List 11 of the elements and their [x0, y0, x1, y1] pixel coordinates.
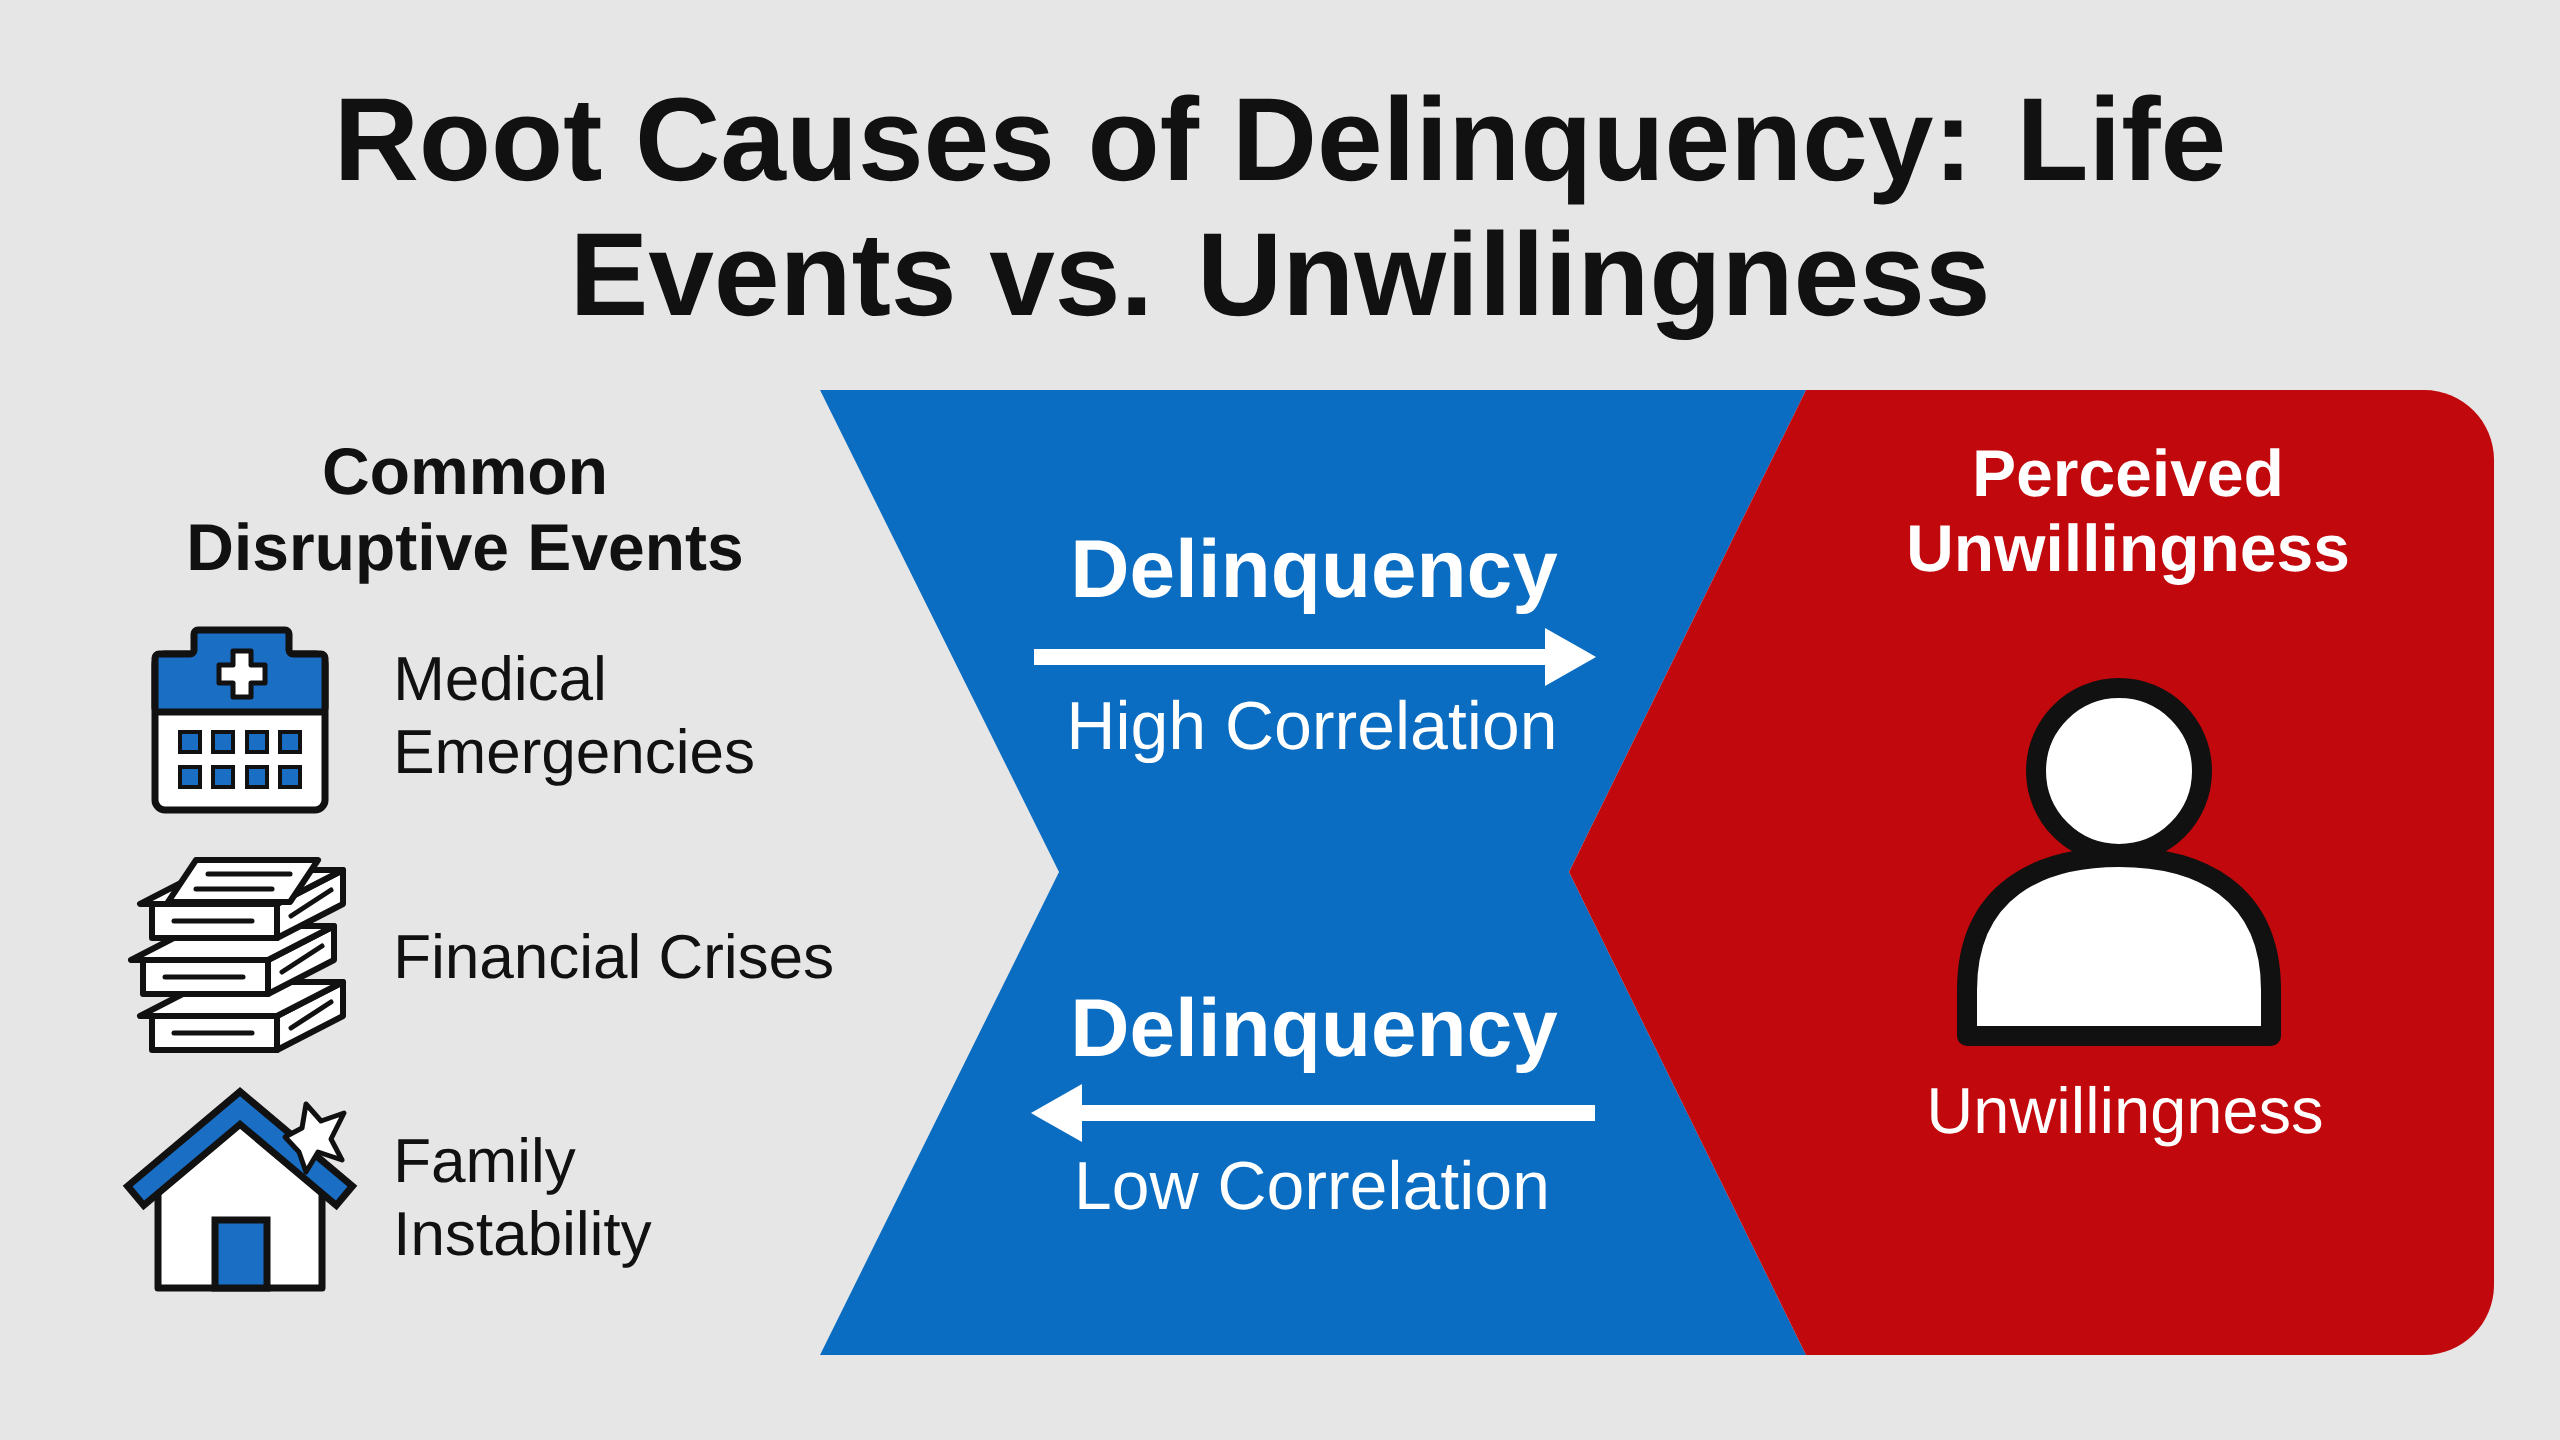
item-label: Financial Crises	[398, 933, 832, 979]
arrow-caption: Low Correlation	[1079, 1159, 1546, 1210]
title: Root Causes of Delinquency: Life Events vs. Unwillingness	[341, 94, 2223, 340]
arrow-heading: Delinquency	[1075, 996, 1558, 1073]
item-label: Medical Emergencies	[398, 655, 753, 786]
arrow-heading: Delinquency	[1075, 537, 1558, 614]
item-label: Family Instability	[398, 1137, 652, 1268]
icon-caption: Unwillingness	[1931, 1085, 2322, 1147]
arrow-caption: High Correlation	[1071, 699, 1554, 764]
panel-heading: Perceived Unwillingness	[1910, 448, 2348, 585]
section-heading: Common Disruptive Events	[190, 447, 741, 584]
